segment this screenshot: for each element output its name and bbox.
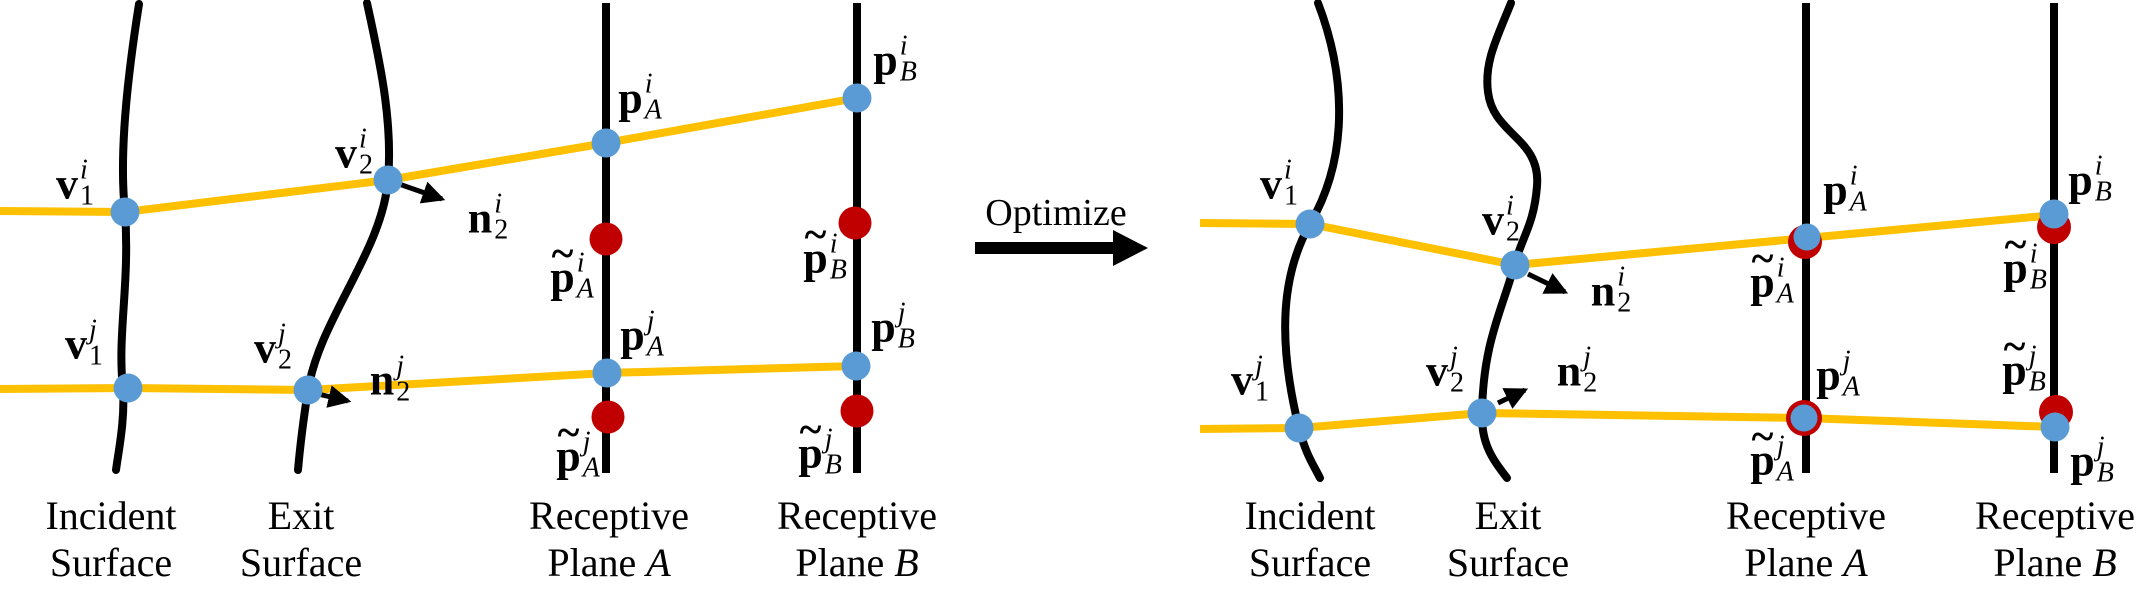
point-pBj-right xyxy=(2040,412,2070,442)
point-v1i-left xyxy=(110,197,140,227)
normal-arrow-n2i-left xyxy=(398,181,446,204)
plane-label-receptive-a-left: Receptive Plane A xyxy=(529,493,689,585)
target-point-pBi-tilde-left xyxy=(838,206,872,240)
surface-label-exit-right: Exit Surface xyxy=(1446,493,1570,585)
point-v2i-left xyxy=(373,165,403,195)
exit-surface-curve-left xyxy=(294,0,394,474)
point-pBj-left xyxy=(841,351,871,381)
normal-arrow-n2j-right xyxy=(1496,387,1529,409)
surface-label-exit-left: Exit Surface xyxy=(239,493,363,585)
point-pAj-right xyxy=(1790,404,1818,432)
point-pBi-right xyxy=(2039,199,2069,229)
target-point-pBj-tilde-left xyxy=(840,394,874,428)
optimize-arrow-head xyxy=(1113,230,1148,266)
ray-i-right xyxy=(1199,211,2056,270)
optimize-label: Optimize xyxy=(985,192,1127,234)
point-v2j-right xyxy=(1467,398,1497,428)
normal-arrow-n2i-right xyxy=(1526,271,1569,295)
plane-label-receptive-b-right: Receptive Plane B xyxy=(1975,493,2135,585)
incident-surface-curve-left xyxy=(112,0,143,474)
point-v1j-right xyxy=(1284,413,1314,443)
target-point-pAj-tilde-left xyxy=(591,400,625,434)
point-v2j-left xyxy=(293,375,323,405)
point-pAi-left xyxy=(591,128,621,158)
surface-label-incident-left: Incident Surface xyxy=(45,493,177,585)
surface-label-incident-right: Incident Surface xyxy=(1244,493,1376,585)
point-pBi-left xyxy=(842,83,872,113)
target-point-pAi-tilde-left xyxy=(589,222,623,256)
point-pAj-left xyxy=(592,358,622,388)
plane-label-receptive-b-left: Receptive Plane B xyxy=(777,493,937,585)
ray-j-right xyxy=(1199,408,2056,433)
point-pAi-right xyxy=(1793,223,1821,251)
normal-arrow-n2j-left xyxy=(317,385,352,408)
plane-label-receptive-a-right: Receptive Plane A xyxy=(1726,493,1886,585)
point-v1i-right xyxy=(1295,209,1325,239)
point-v2i-right xyxy=(1500,250,1530,280)
point-v1j-left xyxy=(113,373,143,403)
incident-surface-curve-right xyxy=(1281,0,1344,482)
